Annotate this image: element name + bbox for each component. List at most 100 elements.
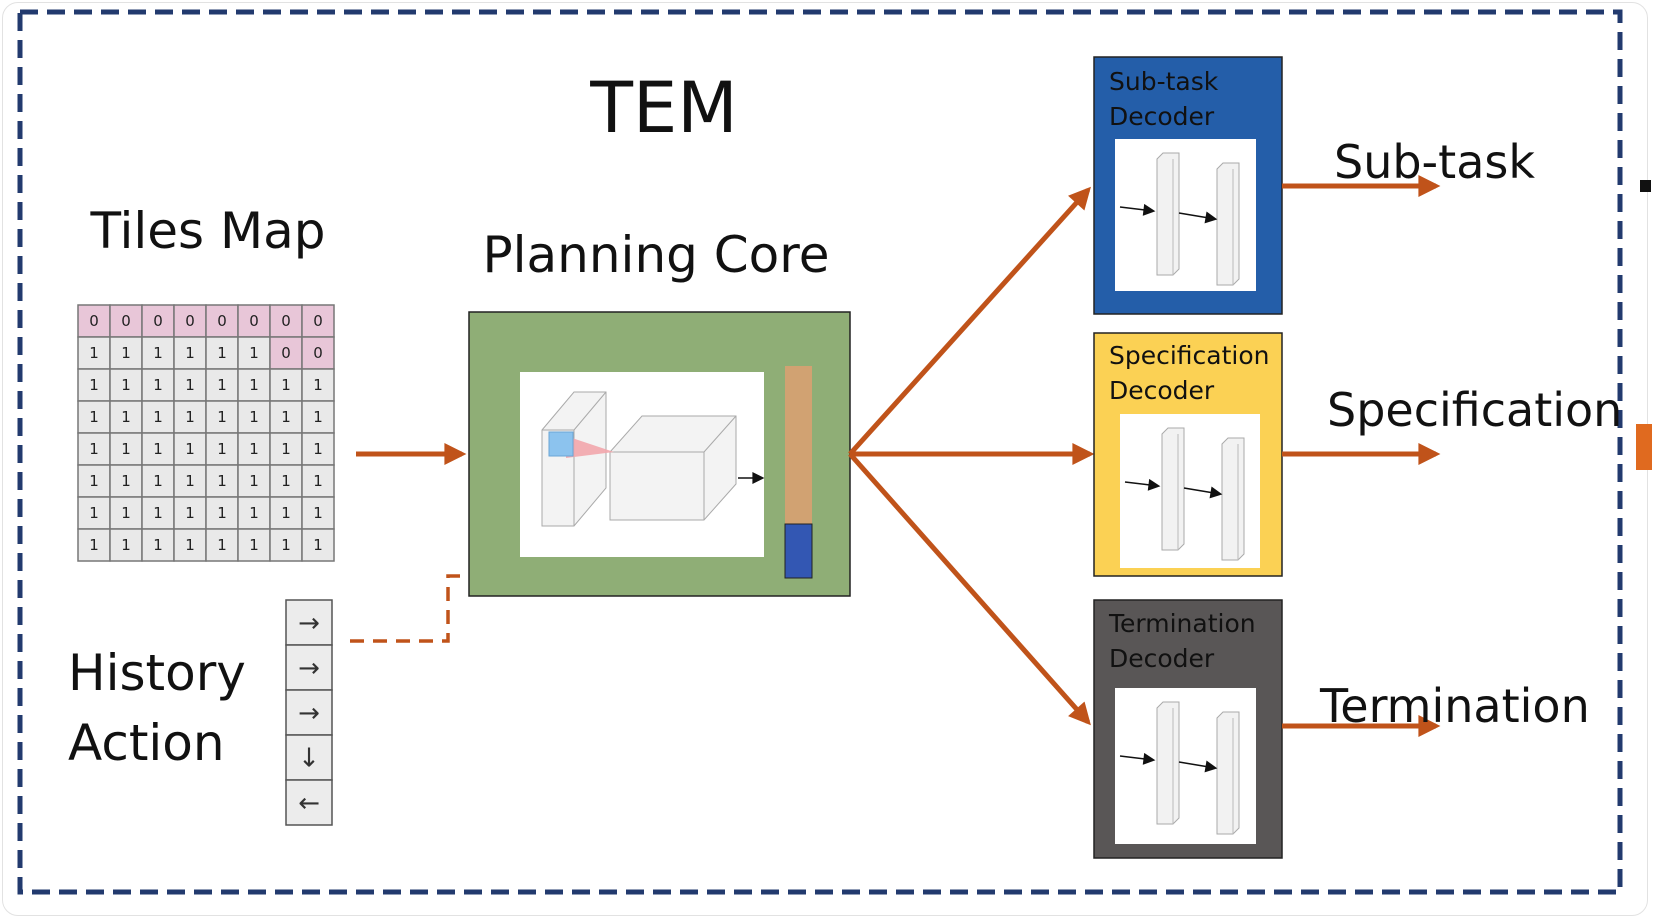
tile-value: 1 (313, 408, 323, 426)
mlp-layer (1221, 437, 1245, 561)
mlp-arrow (1178, 760, 1218, 773)
tile-cell (237, 304, 271, 338)
tile-cell (301, 336, 335, 370)
tile-value: 1 (281, 376, 291, 394)
tiles-map-label: Tiles Map (89, 202, 325, 260)
edge-mark-black (1640, 180, 1651, 192)
tile-cell (269, 336, 303, 370)
tile-value: 1 (121, 344, 131, 362)
tile-cell (269, 464, 303, 498)
specification-decoder-title: Specification (1109, 341, 1270, 370)
tile-value: 0 (281, 344, 291, 362)
tile-value: 1 (249, 472, 259, 490)
tile-value: 1 (249, 536, 259, 554)
subtask-decoder-subtitle: Decoder (1109, 102, 1215, 131)
tile-value: 1 (153, 344, 163, 362)
mlp-layer (1156, 701, 1180, 825)
tile-value: 1 (185, 376, 195, 394)
planning-core-label: Planning Core (483, 226, 830, 284)
tile-value: 1 (217, 472, 227, 490)
tile-value: 1 (313, 536, 323, 554)
termination-decoder: Termination Decoder (1093, 599, 1283, 859)
tile-value: 0 (313, 344, 323, 362)
tile-cell (301, 528, 335, 562)
history-cell (285, 599, 333, 646)
tile-value: 0 (281, 312, 291, 330)
tile-cell (109, 496, 143, 530)
termination-decoder-subtitle: Decoder (1109, 644, 1215, 673)
mlp-arrow (1178, 211, 1218, 224)
tile-cell (109, 336, 143, 370)
tile-cell (77, 528, 111, 562)
history-arrow-glyph: → (298, 699, 320, 729)
core-to-subtask-arrow (848, 186, 1091, 456)
history-label-line2: Action (68, 714, 225, 772)
tile-value: 1 (89, 536, 99, 554)
tile-value: 1 (89, 504, 99, 522)
tile-value: 1 (217, 408, 227, 426)
tile-value: 1 (89, 376, 99, 394)
tile-cell (301, 304, 335, 338)
history-label-line1: History (68, 644, 246, 702)
tile-cell (301, 400, 335, 434)
tile-value: 1 (313, 472, 323, 490)
tile-cell (109, 432, 143, 466)
history-cell (285, 734, 333, 781)
tile-cell (237, 496, 271, 530)
tile-value: 1 (281, 472, 291, 490)
subtask-decoder-title: Sub-task (1109, 67, 1219, 96)
tile-value: 1 (153, 536, 163, 554)
core-feature-bar-top (785, 366, 812, 524)
tile-value: 1 (153, 472, 163, 490)
tile-value: 1 (217, 504, 227, 522)
mlp-layer (1216, 162, 1240, 286)
tile-value: 1 (121, 440, 131, 458)
mlp-arrow (1119, 203, 1156, 216)
tile-cell (173, 528, 207, 562)
tile-value: 1 (153, 408, 163, 426)
history-action-column: →→→↓← (285, 599, 333, 826)
tile-value: 1 (185, 440, 195, 458)
tile-value: 1 (249, 408, 259, 426)
tile-value: 1 (185, 536, 195, 554)
tile-cell (301, 496, 335, 530)
tile-cell (205, 304, 239, 338)
core-feature-bar-bottom (784, 523, 813, 579)
tile-value: 1 (313, 504, 323, 522)
filter-cube (548, 431, 574, 457)
tile-value: 1 (185, 344, 195, 362)
tile-value: 1 (153, 504, 163, 522)
tile-value: 1 (185, 408, 195, 426)
tile-value: 1 (89, 344, 99, 362)
tile-value: 1 (121, 376, 131, 394)
tile-cell (141, 368, 175, 402)
tile-value: 1 (249, 440, 259, 458)
tile-value: 1 (121, 504, 131, 522)
tile-value: 1 (281, 440, 291, 458)
history-arrow-glyph: → (298, 654, 320, 684)
mlp-arrow (1124, 478, 1161, 491)
tile-value: 1 (153, 440, 163, 458)
tile-cell (205, 464, 239, 498)
tile-cell (269, 496, 303, 530)
tile-cell (301, 432, 335, 466)
tile-value: 1 (249, 504, 259, 522)
mlp-arrow (1119, 752, 1156, 765)
tile-value: 1 (89, 408, 99, 426)
tile-value: 1 (313, 440, 323, 458)
specification-decoder: Specification Decoder (1093, 332, 1283, 577)
tile-value: 1 (217, 344, 227, 362)
tile-cell (205, 400, 239, 434)
core-to-termination-arrow (848, 452, 1091, 726)
tile-value: 1 (281, 504, 291, 522)
tile-value: 1 (185, 472, 195, 490)
tile-value: 0 (249, 312, 259, 330)
history-to-core-arrow (350, 570, 761, 643)
tile-cell (173, 496, 207, 530)
tile-value: 1 (217, 536, 227, 554)
history-cell (285, 644, 333, 691)
tem-title: TEM (589, 67, 737, 149)
tem-frame (17, 9, 1623, 895)
tile-value: 1 (217, 376, 227, 394)
tile-value: 1 (121, 472, 131, 490)
